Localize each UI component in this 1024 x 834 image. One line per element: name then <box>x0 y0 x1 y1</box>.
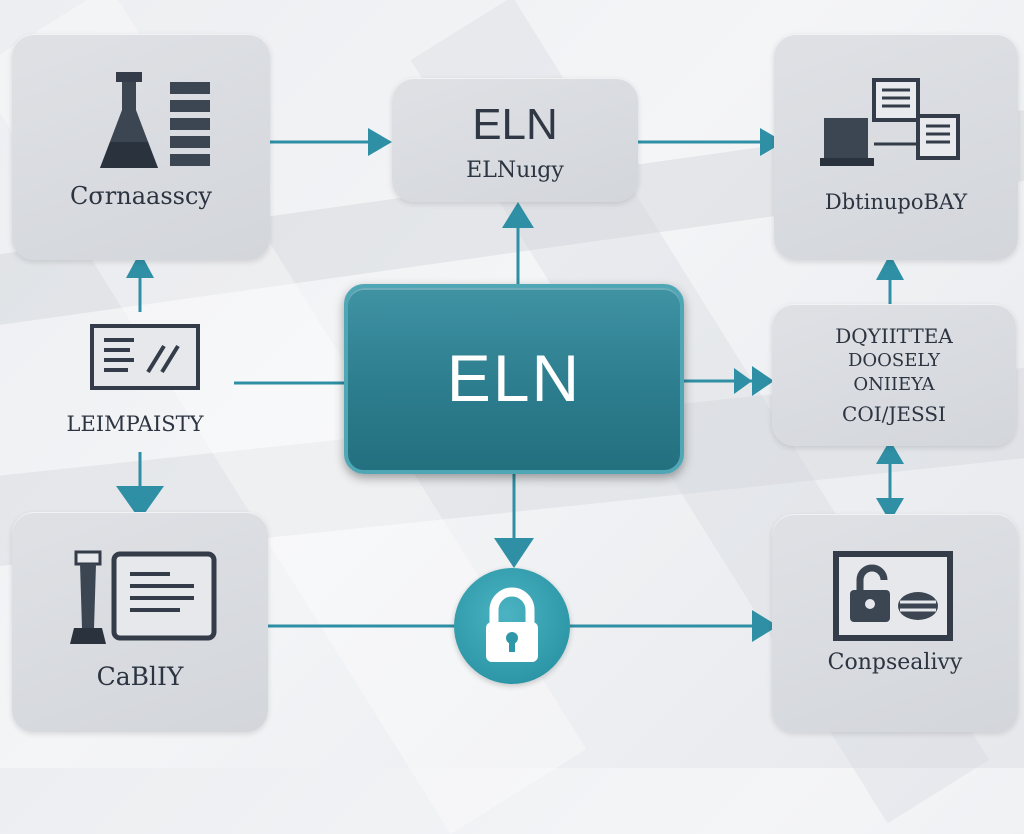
arrowhead <box>494 538 534 568</box>
arrowhead <box>502 202 534 228</box>
node-label: CaBlIY <box>96 662 184 691</box>
arrowhead <box>760 128 784 156</box>
arrowhead <box>368 128 392 156</box>
node-label: Cσrnaasscy <box>70 182 212 210</box>
arrowhead <box>126 252 154 278</box>
node-middle-right[interactable]: DQYIITTEA DOOSELY ONIIEYA COI/JESSI <box>772 304 1016 446</box>
document-with-pen-icon <box>90 324 200 398</box>
arrowhead <box>734 368 752 394</box>
node-text-line: COI/JESSI <box>842 402 946 426</box>
arrowhead <box>876 498 904 522</box>
arrowhead <box>752 366 774 396</box>
flask-and-shelf-icon <box>92 72 222 180</box>
lock-node[interactable] <box>454 568 570 684</box>
node-text-line: DQYIITTEA <box>835 324 953 348</box>
node-label: DbtinupoBAY <box>824 190 968 214</box>
node-subtitle: ELNuıgy <box>466 158 564 183</box>
arrowhead <box>116 486 164 520</box>
node-label: LEIMPAISTY <box>66 412 204 436</box>
node-center-eln[interactable]: ELN <box>344 284 684 474</box>
node-top-right[interactable]: DbtinupoBAY <box>774 34 1018 260</box>
connector-layer <box>116 128 904 642</box>
center-title: ELN <box>446 341 582 415</box>
node-text-line: ONIIEYA <box>853 374 935 395</box>
node-label: Conpsealivy <box>827 650 963 675</box>
node-middle-left[interactable]: LEIMPAISTY <box>36 312 234 452</box>
open-padlock-panel-icon <box>832 550 956 648</box>
arrowhead <box>876 440 904 464</box>
arrowhead <box>752 610 778 642</box>
node-text-line: DOOSELY <box>847 350 941 371</box>
arrowhead <box>876 254 904 280</box>
computer-and-documents-icon <box>820 78 970 182</box>
node-top-left[interactable]: Cσrnaasscy <box>12 34 270 260</box>
node-bottom-left[interactable]: CaBlIY <box>12 512 268 732</box>
node-bottom-right[interactable]: Conpsealivy <box>772 514 1018 732</box>
instrument-and-document-icon <box>70 548 220 656</box>
node-title: ELN <box>472 100 558 149</box>
node-eln-top[interactable]: ELN ELNuıgy <box>392 78 638 202</box>
padlock-icon <box>486 587 538 662</box>
